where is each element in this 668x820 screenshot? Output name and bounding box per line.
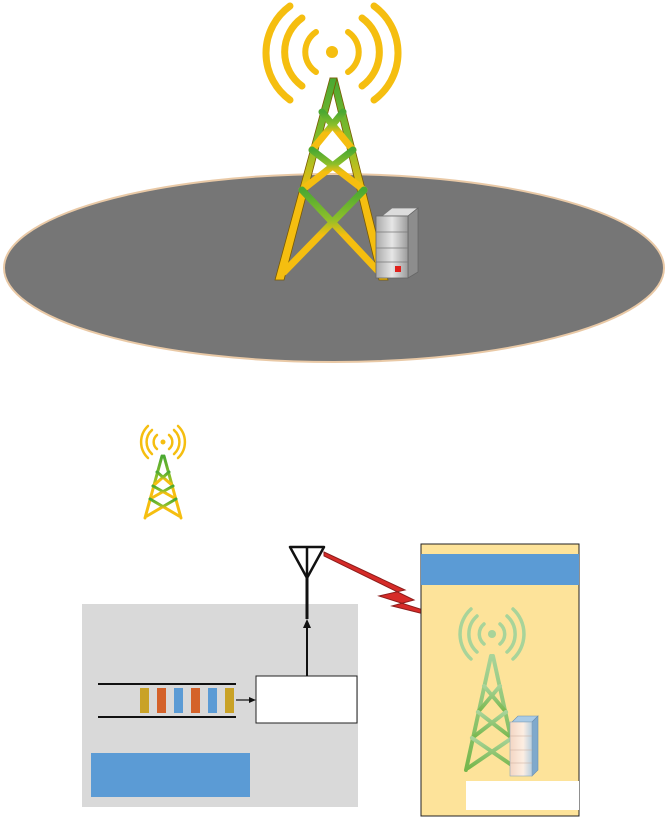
receiver-header-label: [421, 554, 579, 585]
big-tower-icon: [262, 2, 402, 281]
antenna-feed-arrow: [303, 576, 311, 676]
receiver-footer-box: [466, 781, 579, 810]
buffer-packet: [191, 688, 200, 713]
coverage-area-ellipse: [3, 173, 665, 363]
transmitter-label-bar: [91, 753, 250, 797]
receiver-header-bar: [421, 554, 579, 585]
buffer-packet: [225, 688, 234, 713]
receiver-server-icon: [509, 715, 539, 777]
buffer-packet: [208, 688, 217, 713]
server-icon: [375, 207, 420, 279]
receiver-footer-label: [466, 781, 579, 810]
buffer-packet: [140, 688, 149, 713]
transmitter-label-text: [91, 753, 250, 797]
small-tower-icon: [139, 424, 187, 520]
processing-box-label: [256, 676, 357, 723]
buffer-packet: [174, 688, 183, 713]
receiver-tower-icon: [458, 607, 526, 772]
buffer-queue: [98, 683, 256, 718]
buffer-packet: [157, 688, 166, 713]
antenna-icon: [288, 545, 326, 580]
